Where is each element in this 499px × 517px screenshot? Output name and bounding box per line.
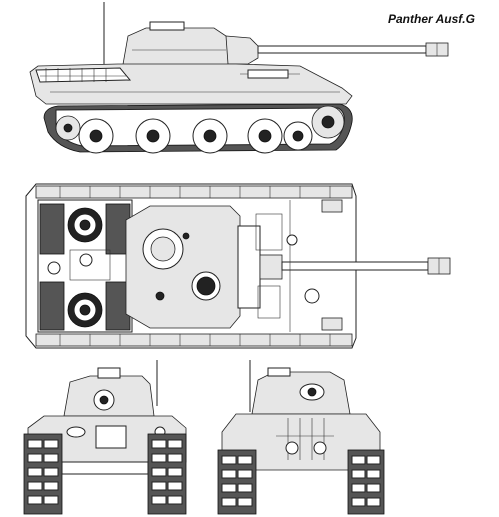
side-toolbox — [247, 69, 289, 79]
stowage-rack — [35, 67, 132, 83]
mantlet-side — [225, 35, 259, 65]
hull-belly-rear — [61, 461, 149, 475]
rear-view — [23, 360, 187, 515]
right-track-top — [35, 333, 353, 347]
gun-barrel-top — [281, 261, 429, 271]
left-track-top — [35, 185, 353, 199]
mantlet-top — [237, 225, 261, 309]
turret-top — [125, 205, 241, 329]
cupola-side — [149, 21, 185, 31]
side-view — [29, 2, 449, 154]
gun-barrel-side — [257, 45, 427, 54]
front-view — [217, 360, 385, 515]
drawing-caption: Panther Ausf.G — [388, 12, 475, 26]
top-view — [25, 183, 451, 349]
road-wheels — [78, 118, 313, 154]
